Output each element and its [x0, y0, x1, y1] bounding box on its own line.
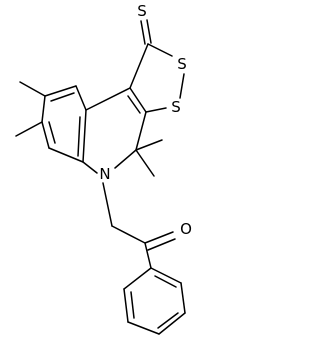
bond-c4-methyl-2 — [135, 149, 155, 177]
bond-c5a-c6 — [48, 147, 84, 163]
bond-c9a-c5a — [82, 109, 87, 163]
bond-c9b-cthione — [129, 43, 149, 89]
bond-ph-inner-1 — [154, 275, 177, 288]
bond-c9b-c3a-inner — [127, 95, 141, 114]
bond-s1-s2 — [179, 73, 185, 99]
bond-c8-c9 — [44, 85, 77, 97]
bond-ph-4 — [127, 321, 160, 335]
bond-thione-double-1 — [140, 20, 146, 45]
atom-carbonyl-oxygen: O — [180, 220, 192, 238]
bond-cthione-s1 — [147, 43, 173, 57]
bond-ph-inner-3 — [130, 291, 135, 319]
bond-c8-methyl — [19, 81, 46, 97]
atom-thione-sulfur: S — [137, 2, 147, 20]
bonds — [15, 19, 186, 335]
bond-c9b-c3a — [129, 87, 147, 113]
bond-ph-2 — [180, 282, 186, 314]
bond-thione-double-2 — [146, 19, 152, 44]
structure-svg: S S S N O — [15, 2, 192, 335]
bond-c7-methyl — [15, 121, 43, 137]
atom-dithiole-sulfur-2: S — [171, 98, 181, 116]
chemical-structure-diagram: S S S N O — [15, 2, 192, 335]
bond-co-double-2 — [147, 238, 176, 251]
bond-ph-inner-2 — [157, 312, 179, 329]
bond-ph-6 — [123, 267, 152, 290]
bond-co-double-1 — [144, 231, 174, 244]
bond-c6-c7 — [41, 121, 50, 149]
bond-carbonyl-phenyl — [144, 242, 152, 269]
bond-c9a-c9b — [85, 87, 131, 111]
bond-n-c5a — [82, 161, 98, 174]
bond-ch2-carbonyl — [111, 225, 146, 244]
bond-c3a-c4 — [135, 111, 147, 151]
bond-c4-n — [114, 149, 137, 169]
bond-c9-c9a — [75, 85, 87, 111]
bond-ph-3 — [158, 312, 186, 335]
bond-n-ch2 — [102, 182, 113, 227]
bond-benzo-inner-1 — [48, 121, 56, 144]
atom-dithiole-sulfur-1: S — [177, 55, 187, 73]
bond-ph-5 — [123, 288, 129, 323]
bond-benzo-inner-2 — [50, 92, 75, 102]
bond-c7-c8 — [41, 95, 46, 123]
atom-labels: S S S N O — [99, 2, 192, 238]
bond-benzo-inner-3 — [77, 116, 81, 157]
bond-c4-methyl-1 — [135, 139, 163, 151]
bond-ph-1 — [150, 267, 182, 284]
atom-ring-nitrogen: N — [99, 165, 110, 183]
bond-s2-c3a — [145, 107, 167, 113]
